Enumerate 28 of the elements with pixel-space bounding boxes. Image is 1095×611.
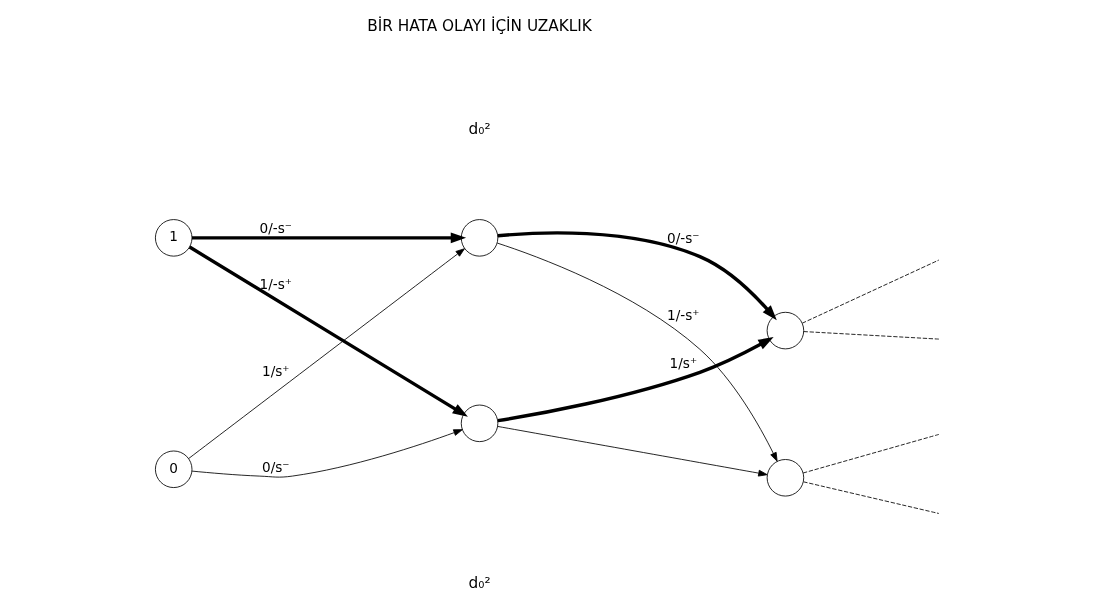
arrow xyxy=(192,232,467,244)
edge-label: 0/-s⁻ xyxy=(259,220,293,237)
label: d₀² xyxy=(468,120,491,139)
edge-label: 1/s⁺ xyxy=(262,363,290,380)
connector xyxy=(803,331,940,340)
edge-label: 0/-s⁻ xyxy=(667,229,700,246)
node-circle xyxy=(766,311,805,350)
node-circle: 0 xyxy=(154,450,193,488)
connector xyxy=(803,481,940,514)
label: d₀² xyxy=(468,573,491,592)
arrow xyxy=(496,242,778,462)
edge-label: 1/-s⁺ xyxy=(259,275,293,292)
connector xyxy=(801,259,940,324)
arrow xyxy=(497,337,774,423)
edge-label: 0/s⁻ xyxy=(262,458,290,475)
arrow xyxy=(497,426,768,477)
node-circle xyxy=(460,404,499,443)
node-circle: 1 xyxy=(154,219,193,257)
arrow xyxy=(497,231,777,321)
arrow xyxy=(191,429,463,478)
label: BİR HATA OLAYI İÇİN UZAKLIK xyxy=(367,16,592,35)
edge-label: 1/s⁺ xyxy=(669,354,698,371)
arrow xyxy=(188,245,468,417)
arrow xyxy=(188,248,465,459)
node-circle xyxy=(766,459,805,497)
node-circle xyxy=(460,219,499,257)
edge-label: 1/-s⁺ xyxy=(667,307,700,324)
connector xyxy=(802,434,940,474)
